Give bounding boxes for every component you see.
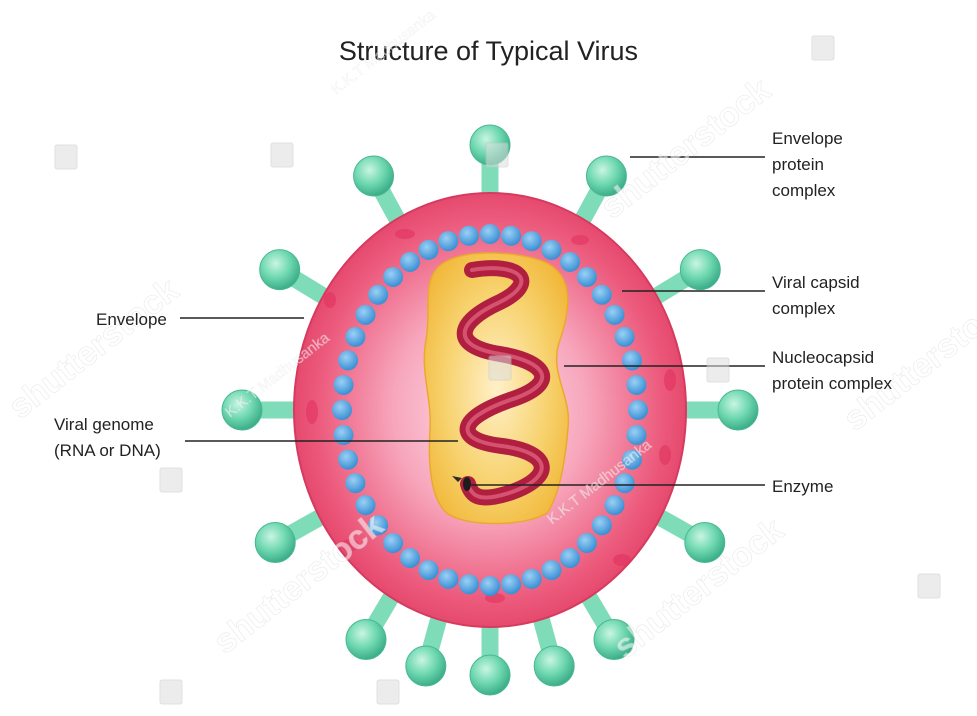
capsid-bead	[419, 240, 439, 260]
capsid-bead	[560, 548, 580, 568]
capsid-bead	[419, 560, 439, 580]
capsid-bead	[592, 285, 612, 305]
capsid-bead	[541, 240, 561, 260]
capsid-bead	[622, 350, 642, 370]
spike-knob	[680, 250, 720, 290]
capsid-bead	[338, 350, 358, 370]
enzyme-blob	[463, 477, 471, 491]
watermark-brand: shutterstock	[2, 271, 186, 427]
capsid-bead	[501, 574, 521, 594]
nucleocapsid-core	[424, 253, 568, 524]
capsid-bead	[459, 574, 479, 594]
watermark-logo-icon	[160, 680, 182, 704]
label-nucleocapsid-protein-complex: Nucleocapsid protein complex	[772, 345, 892, 397]
capsid-bead	[334, 425, 354, 445]
watermark-logo-icon	[160, 468, 182, 492]
capsid-bead	[560, 252, 580, 272]
capsid-bead	[577, 267, 597, 287]
capsid-bead	[345, 473, 365, 493]
watermark-logo-icon	[377, 680, 399, 704]
capsid-bead	[522, 231, 542, 251]
label-envelope-protein-complex: Envelope protein complex	[772, 126, 843, 204]
spike-knob	[260, 250, 300, 290]
watermark-author: K.K.T Madhusanka	[328, 6, 439, 98]
spike-knob	[255, 523, 295, 563]
capsid-bead	[368, 285, 388, 305]
label-enzyme: Enzyme	[772, 474, 833, 500]
watermark-logo-icon	[55, 145, 77, 169]
capsid-bead	[355, 305, 375, 325]
watermark-logo-icon	[489, 356, 511, 380]
capsid-bead	[334, 375, 354, 395]
spike-knob	[718, 390, 758, 430]
capsid-bead	[541, 560, 561, 580]
capsid-bead	[605, 305, 625, 325]
capsid-bead	[522, 569, 542, 589]
capsid-bead	[345, 327, 365, 347]
spike-knob	[534, 646, 574, 686]
capsid-bead	[577, 533, 597, 553]
label-viral-capsid-complex: Viral capsid complex	[772, 270, 860, 322]
capsid-bead	[480, 224, 500, 244]
watermark-logo-icon	[812, 36, 834, 60]
capsid-bead	[501, 226, 521, 246]
capsid-bead	[628, 400, 648, 420]
label-viral-genome: Viral genome (RNA or DNA)	[54, 412, 161, 464]
capsid-bead	[400, 252, 420, 272]
spike-knob	[470, 655, 510, 695]
capsid-bead	[615, 327, 635, 347]
capsid-bead	[383, 267, 403, 287]
spike-knob	[406, 646, 446, 686]
capsid-bead	[480, 576, 500, 596]
capsid-bead	[592, 515, 612, 535]
label-envelope: Envelope	[96, 307, 167, 333]
spike-knob	[354, 156, 394, 196]
capsid-bead	[605, 495, 625, 515]
capsid-bead	[459, 226, 479, 246]
watermark-logo-icon	[918, 574, 940, 598]
watermark-logo-icon	[271, 143, 293, 167]
watermark-logo-icon	[707, 358, 729, 382]
watermark-logo-icon	[486, 143, 508, 167]
spike-knob	[346, 619, 386, 659]
capsid-bead	[332, 400, 352, 420]
capsid-bead	[438, 231, 458, 251]
capsid-bead	[338, 450, 358, 470]
capsid-bead	[626, 375, 646, 395]
capsid-bead	[438, 569, 458, 589]
capsid-bead	[400, 548, 420, 568]
watermark-brand: shutterstock	[594, 71, 778, 227]
